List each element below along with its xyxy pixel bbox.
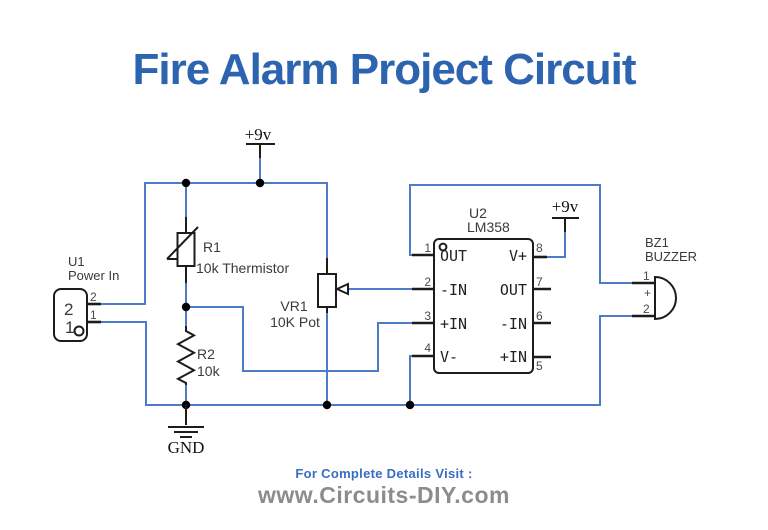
wire-out-to-buzzer [409, 184, 632, 284]
wire-vminus-to-gnd [409, 355, 412, 405]
u2-pin7-label: OUT [500, 281, 527, 299]
bz1-body [654, 275, 677, 321]
u2-body [433, 238, 534, 374]
u1-pin1-number: 1 [90, 308, 97, 322]
component-vr1-potentiometer: VR1 10K Pot [270, 258, 349, 330]
bz1-pin2-number: 2 [643, 302, 650, 316]
u2-pin7-number: 7 [536, 275, 543, 289]
u2-pin1-label: OUT [440, 247, 467, 265]
ground-symbol: GND [168, 405, 205, 457]
component-u1-power-connector: U1 Power In 2 1 2 1 [53, 254, 119, 342]
page-title: Fire Alarm Project Circuit [132, 45, 637, 94]
component-r1-thermistor: R1 10k Thermistor [166, 217, 289, 283]
vr1-wiper-arrow [334, 282, 349, 296]
wire-gnd-rail [101, 315, 632, 406]
power-label: +9v [552, 197, 579, 216]
vr1-value-label: 10K Pot [270, 314, 320, 330]
footer-website: www.Circuits-DIY.com [258, 482, 510, 508]
u2-pin5-label: +IN [500, 348, 527, 366]
u2-pin3-label: +IN [440, 315, 467, 333]
ground-label: GND [168, 438, 205, 457]
u1-inner-pin-2: 2 [64, 300, 73, 319]
u1-desc-label: Power In [68, 268, 119, 283]
component-u2-opamp: U2 LM358 1 2 3 4 8 7 6 5 OUT -IN +IN V- … [412, 205, 551, 374]
vr1-body [317, 273, 337, 308]
u2-pin4-label: V- [440, 348, 458, 366]
u1-pin2-number: 2 [90, 290, 97, 304]
power-label: +9v [245, 125, 272, 144]
bz1-polarity-mark: + [644, 286, 651, 300]
u2-pin4-number: 4 [424, 341, 431, 355]
r1-value-label: 10k Thermistor [196, 260, 289, 276]
component-bz1-buzzer: BZ1 BUZZER 1 2 + [632, 235, 697, 321]
junction-dot [322, 400, 332, 410]
u2-pin6-number: 6 [536, 309, 543, 323]
wire-9v-rail [101, 182, 328, 305]
u2-pin2-number: 2 [424, 275, 431, 289]
wire-noninverting-input [186, 306, 412, 372]
u2-pin3-number: 3 [424, 309, 431, 323]
r2-value-label: 10k [197, 363, 221, 379]
r2-ref-label: R2 [197, 346, 215, 362]
u2-pin5-number: 5 [536, 359, 543, 373]
footer-tagline: For Complete Details Visit : [295, 466, 473, 481]
u1-pin1-circle [73, 325, 85, 337]
bz1-pin1-number: 1 [643, 269, 650, 283]
junction-dot [181, 178, 191, 188]
r2-zigzag [175, 326, 197, 385]
u2-pin8-label: V+ [509, 247, 527, 265]
u2-ref-label: U2 [469, 205, 487, 221]
r1-ref-label: R1 [203, 239, 221, 255]
bz1-ref-label: BZ1 [645, 235, 669, 250]
power-symbol-left: +9v [245, 125, 275, 158]
u2-pin2-label: -IN [440, 281, 467, 299]
power-symbol-right: +9v [552, 197, 579, 232]
u2-pin8-number: 8 [536, 241, 543, 255]
u2-pin1-indicator [438, 242, 448, 252]
bz1-desc-label: BUZZER [645, 249, 697, 264]
u2-pin6-label: -IN [500, 315, 527, 333]
r1-thermistor-slash [166, 226, 199, 260]
junction-dot [181, 302, 191, 312]
wires-group [101, 158, 632, 406]
u2-part-label: LM358 [467, 219, 510, 235]
junction-dot [255, 178, 265, 188]
junction-dot [405, 400, 415, 410]
u1-ref-label: U1 [68, 254, 85, 269]
wire-vplus-to-9v [547, 232, 566, 258]
u1-inner-pin-1: 1 [65, 318, 74, 337]
vr1-ref-label: VR1 [280, 298, 307, 314]
u2-pin1-number: 1 [424, 241, 431, 255]
component-r2-resistor: R2 10k [175, 326, 221, 385]
